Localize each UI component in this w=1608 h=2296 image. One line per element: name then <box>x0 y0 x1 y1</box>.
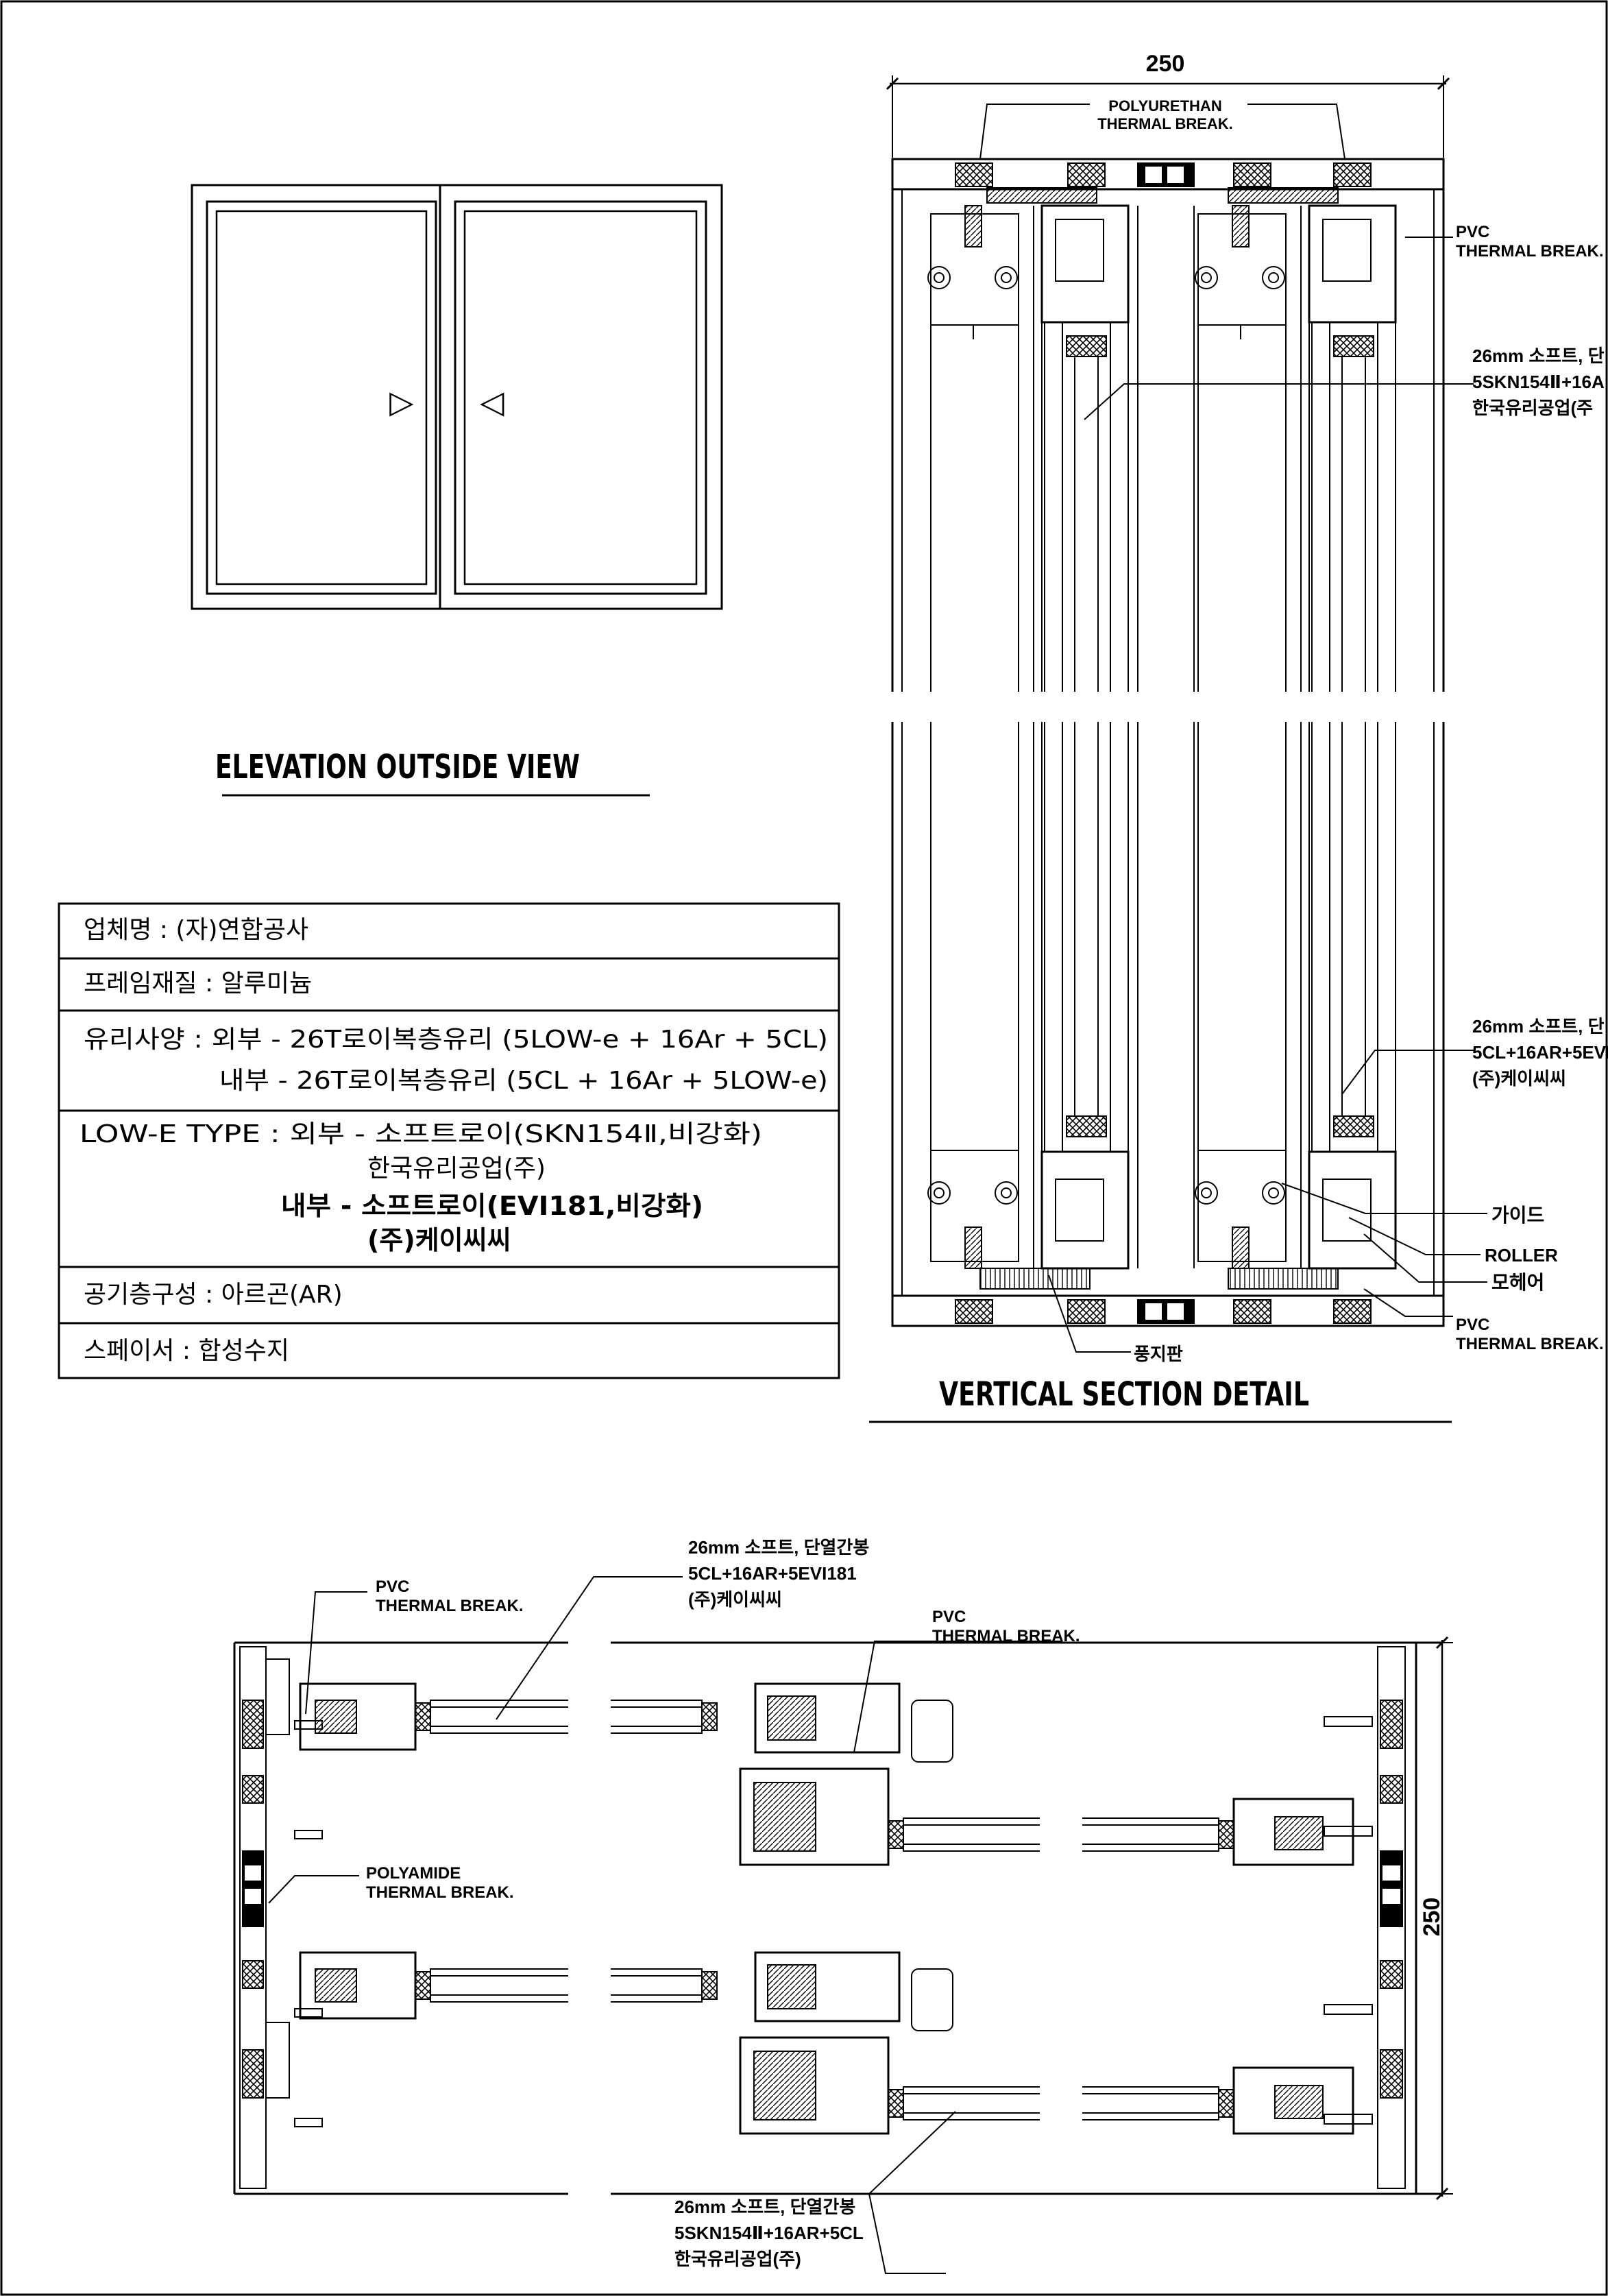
vs-windplate-label: 풍지판 <box>1134 1344 1183 1364</box>
spec-lowe-outer: LOW-E TYPE : 외부 - 소프트로이(SKN154Ⅱ,비강화) <box>80 1120 762 1148</box>
hs-pvc-b-label: PVC <box>932 1608 966 1626</box>
spec-lowe-inner: 내부 - 소프트로이(EVI181,비강화) <box>281 1191 703 1221</box>
vs-dim-250: 250 <box>1146 51 1185 77</box>
vs-polyurethan-label-2: THERMAL BREAK. <box>1097 115 1233 132</box>
spec-lowe-outer-maker: 한국유리공업(주) <box>367 1155 546 1183</box>
vs-pvc-bottom-label: PVC <box>1456 1316 1489 1334</box>
vs-glass-b-label-2: 5CL+16AR+5EVI <box>1472 1042 1608 1063</box>
hs-glass-top-label-2: 5CL+16AR+5EVI181 <box>688 1563 857 1584</box>
hs-glass-top-label-3: (주)케이씨씨 <box>688 1589 782 1610</box>
hs-dim-250: 250 <box>1419 1898 1445 1937</box>
spec-lowe-inner-maker: (주)케이씨씨 <box>367 1225 511 1255</box>
vs-glass-a-label-2: 5SKN154Ⅱ+16A <box>1472 372 1605 392</box>
hs-glass-bottom-label-3: 한국유리공업(주) <box>674 2249 801 2269</box>
elevation-view: ▷ ◁ <box>191 184 723 610</box>
vs-polyurethan-label: POLYURETHAN <box>1108 97 1221 114</box>
vs-glass-a-label-3: 한국유리공업(주 <box>1472 398 1593 418</box>
elevation-title: ELEVATION OUTSIDE VIEW <box>215 748 580 786</box>
hs-polyamide-label: POLYAMIDE <box>366 1864 461 1883</box>
hs-glass-top-label-1: 26mm 소프트, 단열간봉 <box>688 1537 869 1558</box>
spec-frame: 프레임재질 : 알루미늄 <box>84 969 312 998</box>
hs-polyamide-label-2: THERMAL BREAK. <box>366 1883 514 1902</box>
hs-glass-bottom-label-1: 26mm 소프트, 단열간봉 <box>674 2197 855 2217</box>
hs-pvc-a-label-2: THERMAL BREAK. <box>376 1597 524 1615</box>
hs-glass-bottom-label-2: 5SKN154Ⅱ+16AR+5CL <box>674 2223 864 2243</box>
spec-table <box>58 902 840 1379</box>
spec-gas: 공기층구성 : 아르곤(AR) <box>84 1281 343 1309</box>
vertical-section-title: VERTICAL SECTION DETAIL <box>939 1375 1309 1414</box>
vs-pvc-top-label-2: THERMAL BREAK. <box>1456 242 1604 261</box>
vs-glass-b-label-1: 26mm 소프트, 단 <box>1472 1016 1605 1037</box>
vs-glass-a-label-1: 26mm 소프트, 단 <box>1472 346 1605 366</box>
sash-arrow-left: ◁ <box>479 383 504 420</box>
vs-glass-b-label-3: (주)케이씨씨 <box>1472 1068 1566 1089</box>
vs-mohair-label: 모헤어 <box>1491 1272 1544 1293</box>
spec-glass-inner: 내부 - 26T로이복층유리 (5CL + 16Ar + 5LOW-e) <box>219 1067 828 1095</box>
vs-roller-label: ROLLER <box>1485 1245 1558 1266</box>
sash-arrow-right: ▷ <box>389 383 414 420</box>
hs-pvc-b-label-2: THERMAL BREAK. <box>932 1627 1080 1645</box>
hs-pvc-a-label: PVC <box>376 1578 409 1596</box>
vs-pvc-bottom-label-2: THERMAL BREAK. <box>1456 1335 1604 1353</box>
vs-guide-label: 가이드 <box>1491 1205 1544 1226</box>
spec-spacer: 스페이서 : 합성수지 <box>84 1337 289 1365</box>
horizontal-section <box>233 1576 1453 2274</box>
spec-company: 업체명 : (자)연합공사 <box>84 916 308 944</box>
vs-pvc-top-label: PVC <box>1456 223 1489 241</box>
spec-glass-outer: 유리사양 : 외부 - 26T로이복층유리 (5LOW-e + 16Ar + 5… <box>84 1026 828 1054</box>
vertical-section <box>886 75 1487 1353</box>
